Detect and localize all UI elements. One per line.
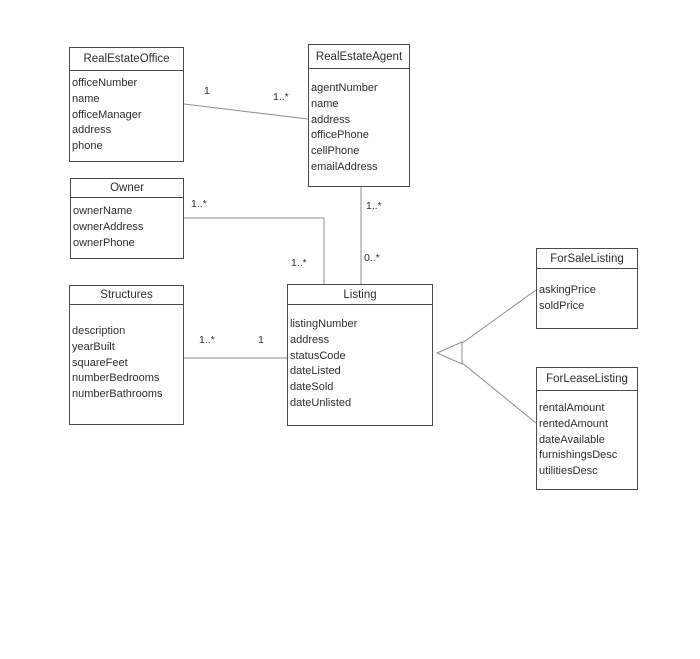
multiplicity-office-end: 1 bbox=[204, 85, 210, 97]
class-attribute: dateUnlisted bbox=[290, 396, 352, 409]
class-attribute: address bbox=[72, 124, 112, 137]
class-attribute: officePhone bbox=[311, 129, 369, 142]
class-attribute: squareFeet bbox=[72, 356, 128, 369]
generalization-line-forlease bbox=[460, 361, 537, 424]
class-box-owner: Owner ownerName ownerAddress ownerPhone bbox=[70, 178, 184, 259]
class-attribute: numberBathrooms bbox=[72, 388, 163, 401]
class-title-realestateoffice: RealEstateOffice bbox=[70, 48, 183, 71]
class-attribute: soldPrice bbox=[539, 299, 585, 312]
class-box-realestateagent: RealEstateAgent agentNumber name address of… bbox=[308, 44, 410, 187]
class-attribute: rentalAmount bbox=[539, 402, 605, 414]
class-title-forleaselisting: ForLeaseListing bbox=[537, 368, 637, 391]
multiplicity-agent-listing-agent-end: 1..* bbox=[366, 200, 382, 212]
generalization-line-forsale bbox=[460, 289, 537, 345]
class-box-structures: Structures description yearBuilt squareFee… bbox=[69, 285, 184, 425]
class-attribute: cellPhone bbox=[311, 145, 360, 158]
class-title-owner: Owner bbox=[71, 179, 183, 198]
class-attribute: numberBedrooms bbox=[72, 372, 160, 385]
class-attribute: listingNumber bbox=[290, 318, 358, 330]
class-attribute: dateAvailable bbox=[539, 433, 605, 446]
association-office-agent bbox=[183, 103, 309, 120]
class-attribute: emailAddress bbox=[311, 160, 378, 173]
class-box-realestateoffice: RealEstateOffice officeNumber name officeM… bbox=[69, 47, 184, 162]
class-attribute: name bbox=[311, 97, 339, 110]
class-attribute: ownerPhone bbox=[73, 236, 135, 249]
multiplicity-owner-listing-listing-end: 1..* bbox=[291, 257, 307, 269]
class-attribute: furnishingsDesc bbox=[539, 449, 618, 462]
class-attribute: utilitiesDesc bbox=[539, 465, 598, 478]
class-attribute: dateSold bbox=[290, 381, 334, 394]
class-attribute: statusCode bbox=[290, 349, 346, 362]
class-attribute: yearBuilt bbox=[72, 340, 115, 353]
attribute-list-listing: listingNumber address statusCode dateListed… bbox=[288, 305, 432, 412]
association-owner-listing bbox=[184, 217, 325, 284]
class-attribute: name bbox=[72, 92, 100, 105]
multiplicity-structures-listing-listing-end: 1 bbox=[258, 334, 264, 346]
multiplicity-owner-end: 1..* bbox=[191, 198, 207, 210]
attribute-list-realestateagent: agentNumber name address officePhone cellPho… bbox=[309, 69, 409, 176]
class-attribute: description bbox=[72, 325, 126, 337]
attribute-list-forsalelisting: askingPrice soldPrice bbox=[537, 269, 637, 315]
class-title-listing: Listing bbox=[288, 285, 432, 305]
attribute-list-structures: description yearBuilt squareFeet numberBedr… bbox=[70, 305, 183, 403]
class-title-realestateagent: RealEstateAgent bbox=[309, 45, 409, 69]
class-attribute: address bbox=[311, 113, 351, 126]
class-attribute: ownerName bbox=[73, 205, 133, 217]
class-attribute: rentedAmount bbox=[539, 417, 609, 430]
class-attribute: phone bbox=[72, 140, 103, 153]
multiplicity-agent-end: 1..* bbox=[273, 91, 289, 103]
class-title-forsalelisting: ForSaleListing bbox=[537, 249, 637, 269]
class-attribute: officeManager bbox=[72, 108, 142, 121]
class-attribute: ownerAddress bbox=[73, 220, 144, 233]
attribute-list-realestateoffice: officeNumber name officeManager address phon… bbox=[70, 71, 183, 155]
class-attribute: dateListed bbox=[290, 365, 341, 378]
class-attribute: agentNumber bbox=[311, 82, 378, 94]
class-box-forsalelisting: ForSaleListing askingPrice soldPrice bbox=[536, 248, 638, 329]
class-attribute: address bbox=[290, 333, 330, 346]
class-title-structures: Structures bbox=[70, 286, 183, 305]
attribute-list-forleaselisting: rentalAmount rentedAmount dateAvailable fur… bbox=[537, 391, 637, 480]
class-box-listing: Listing listingNumber address statusCode da… bbox=[287, 284, 433, 426]
attribute-list-owner: ownerName ownerAddress ownerPhone bbox=[71, 198, 183, 251]
generalization-triangle-icon bbox=[435, 341, 463, 365]
multiplicity-structures-end: 1..* bbox=[199, 334, 215, 346]
class-attribute: officeNumber bbox=[72, 77, 138, 89]
multiplicity-agent-listing-listing-end: 0..* bbox=[364, 252, 380, 264]
class-attribute: askingPrice bbox=[539, 284, 596, 296]
class-box-forleaselisting: ForLeaseListing rentalAmount rentedAmount… bbox=[536, 367, 638, 490]
